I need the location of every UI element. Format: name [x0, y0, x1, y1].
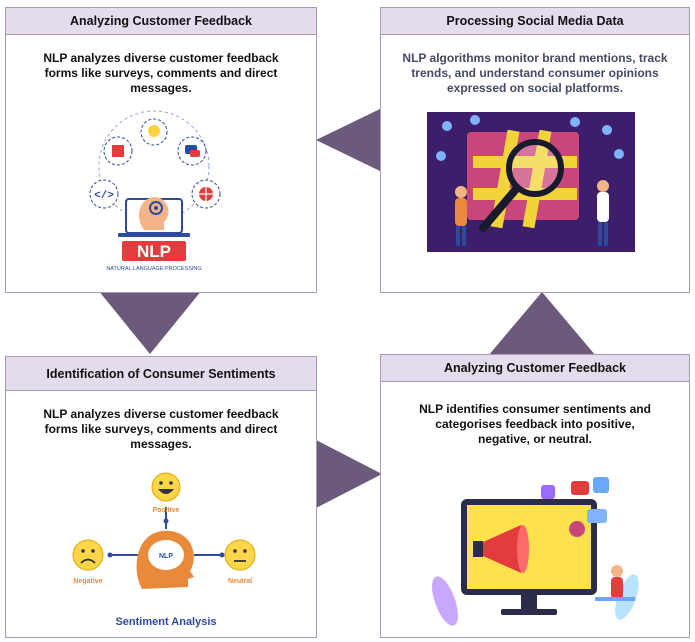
person-sitting [595, 565, 635, 601]
marketing-megaphone-illustration [432, 477, 639, 626]
card-processing-social-media: Processing Social Media Data NLP algorit… [380, 7, 690, 293]
monitor-icon [461, 499, 597, 615]
svg-text:NLP: NLP [137, 242, 171, 261]
nlp-brain-illustration: </> NLP NATURAL LANGUAGE PROCESSING [89, 110, 221, 272]
arrow-up [488, 292, 596, 356]
card-description: NLP identifies consumer sentiments and c… [419, 402, 651, 446]
social-icons [436, 115, 624, 161]
sad-face-icon [72, 539, 104, 571]
card-analyzing-feedback-bottom: Analyzing Customer Feedback NLP identifi… [380, 354, 690, 638]
arrow-right-to-left [316, 108, 382, 172]
svg-text:</>: </> [94, 190, 114, 202]
positive-label: Positive [153, 507, 180, 514]
sentiment-caption: Sentiment Analysis [115, 616, 216, 628]
card-title: Processing Social Media Data [381, 8, 689, 35]
svg-text:NATURAL LANGUAGE PROCESSING: NATURAL LANGUAGE PROCESSING [106, 266, 201, 272]
nlp-logo: NLP NATURAL LANGUAGE PROCESSING [106, 241, 202, 272]
magnifier-icon [479, 139, 564, 232]
card-title: Analyzing Customer Feedback [381, 355, 689, 382]
card-identification-sentiments: Identification of Consumer Sentiments NL… [5, 356, 317, 638]
neutral-face-icon [224, 539, 256, 571]
lightbulb-icon [140, 118, 168, 146]
person-left [455, 186, 467, 246]
chat-icon [177, 136, 207, 166]
card-description: NLP algorithms monitor brand mentions, t… [402, 51, 668, 95]
arrow-down [98, 290, 202, 354]
arrow-right [316, 440, 382, 508]
sentiment-analysis-diagram: Positive NLP Negative Neutral Sentiment … [72, 472, 256, 628]
card-title: Identification of Consumer Sentiments [6, 357, 316, 391]
head-silhouette-icon: NLP [136, 530, 194, 589]
neutral-label: Neutral [228, 578, 252, 585]
person-right [597, 180, 609, 246]
code-icon: </> [89, 179, 119, 209]
globe-icon [191, 179, 221, 209]
card-title: Analyzing Customer Feedback [6, 8, 316, 35]
social-media-hashtag-illustration [427, 112, 635, 252]
notification-icons [541, 477, 609, 537]
happy-face-icon [151, 472, 181, 502]
card-description: NLP analyzes diverse customer feedback f… [43, 51, 279, 95]
card-analyzing-feedback-top: Analyzing Customer Feedback NLP analyzes… [5, 7, 317, 293]
center-nlp-label: NLP [159, 553, 173, 560]
square-icon [103, 136, 133, 166]
megaphone-icon [473, 525, 529, 573]
negative-label: Negative [73, 578, 102, 585]
card-description: NLP analyzes diverse customer feedback f… [43, 407, 279, 451]
laptop-head-icon [118, 197, 190, 237]
